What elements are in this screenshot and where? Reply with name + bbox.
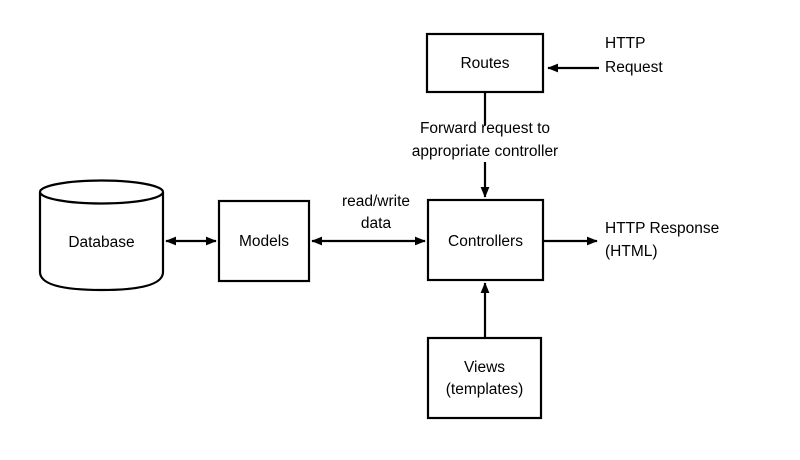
node-models[interactable]: Models: [217, 199, 311, 283]
read-write-line1: read/write: [342, 193, 410, 210]
http-request-line1: HTTP: [605, 35, 645, 52]
label-forward-request: Forward request to appropriate controlle…: [412, 120, 558, 160]
models-label: Models: [239, 233, 289, 250]
views-label: Views: [464, 359, 505, 376]
database-cylinder-top: [38, 179, 165, 205]
http-response-line1: HTTP Response: [605, 220, 719, 237]
node-controllers[interactable]: Controllers: [426, 198, 545, 282]
views-sublabel: (templates): [446, 381, 524, 398]
http-response-line2: (HTML): [605, 243, 658, 260]
node-views[interactable]: Views (templates): [426, 336, 543, 420]
controllers-label: Controllers: [448, 233, 523, 250]
routes-label: Routes: [460, 55, 509, 72]
controllers-box: [426, 198, 545, 282]
node-routes[interactable]: Routes: [425, 32, 545, 94]
database-label: Database: [68, 234, 134, 251]
node-database[interactable]: Database: [38, 179, 165, 292]
models-box: [217, 199, 311, 283]
views-box: [426, 336, 543, 420]
http-request-line2: Request: [605, 59, 663, 76]
label-http-response: HTTP Response (HTML): [605, 220, 719, 260]
forward-request-line2: appropriate controller: [412, 143, 558, 160]
read-write-line2: data: [361, 215, 392, 232]
label-read-write-data: read/write data: [342, 193, 410, 232]
database-cylinder-body: [38, 192, 165, 292]
label-http-request: HTTP Request: [605, 35, 663, 76]
forward-request-line1: Forward request to: [420, 120, 550, 137]
routes-box: [425, 32, 545, 94]
